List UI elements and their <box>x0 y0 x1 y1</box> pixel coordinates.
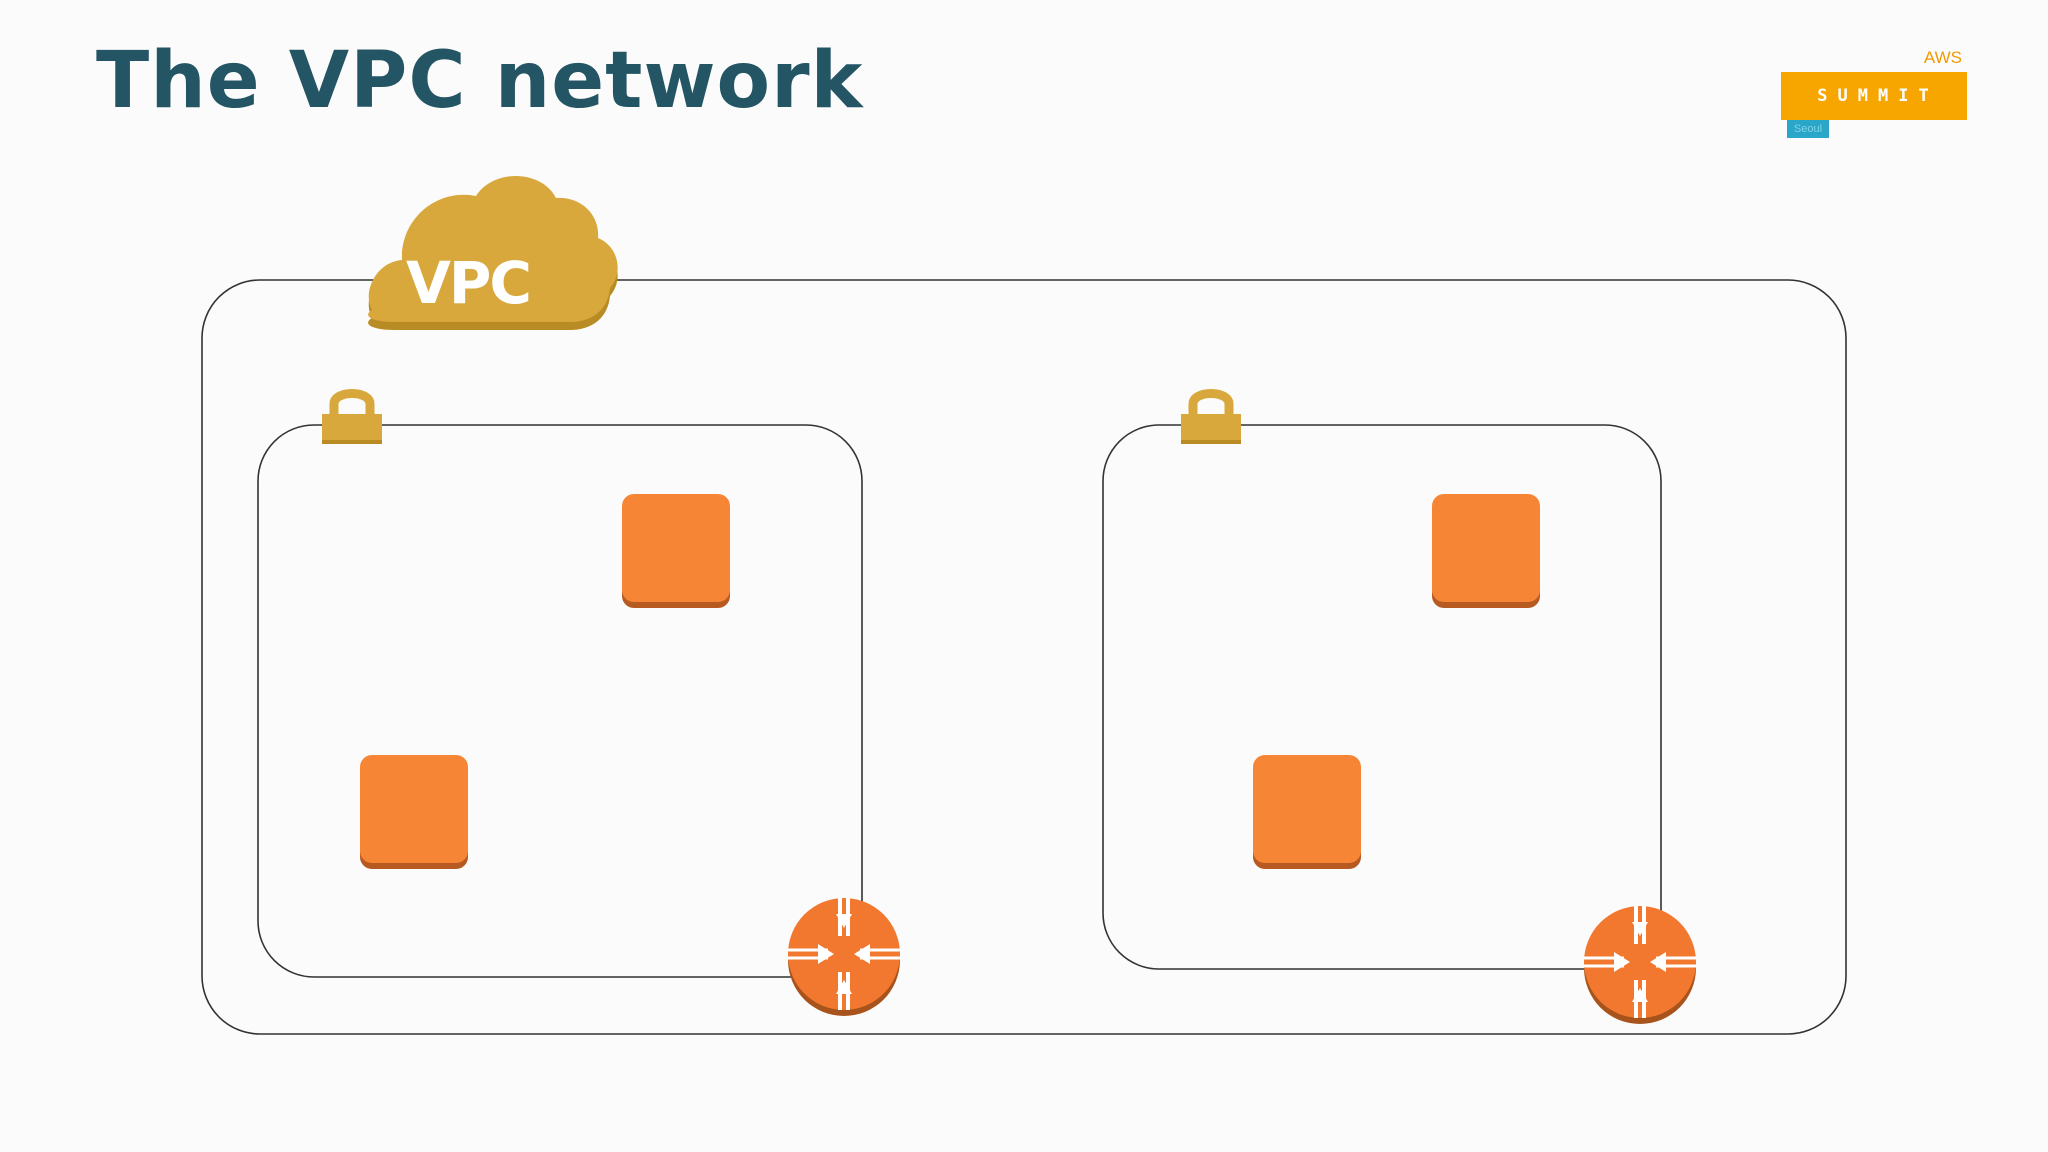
instance-icon <box>1432 494 1540 608</box>
subnet-right-boundary <box>1102 424 1662 970</box>
lock-icon <box>322 389 382 444</box>
logo-event-text: SUMMIT <box>1781 72 1967 120</box>
logo-city-text: Seoul <box>1787 120 1829 138</box>
slide-title: The VPC network <box>96 36 864 126</box>
aws-summit-logo: AWS SUMMIT Seoul <box>1778 48 1968 144</box>
router-icon <box>1584 906 1696 1024</box>
vpc-cloud-icon: VPC <box>368 175 618 330</box>
instance-icon <box>622 494 730 608</box>
logo-brand-text: AWS <box>1923 48 1962 67</box>
vpc-boundary <box>201 279 1847 1035</box>
lock-icon <box>1181 389 1241 444</box>
vpc-label: VPC <box>406 249 530 317</box>
router-icon <box>788 898 900 1016</box>
instance-icon <box>360 755 468 869</box>
instance-icon <box>1253 755 1361 869</box>
subnet-left-boundary <box>257 424 863 978</box>
